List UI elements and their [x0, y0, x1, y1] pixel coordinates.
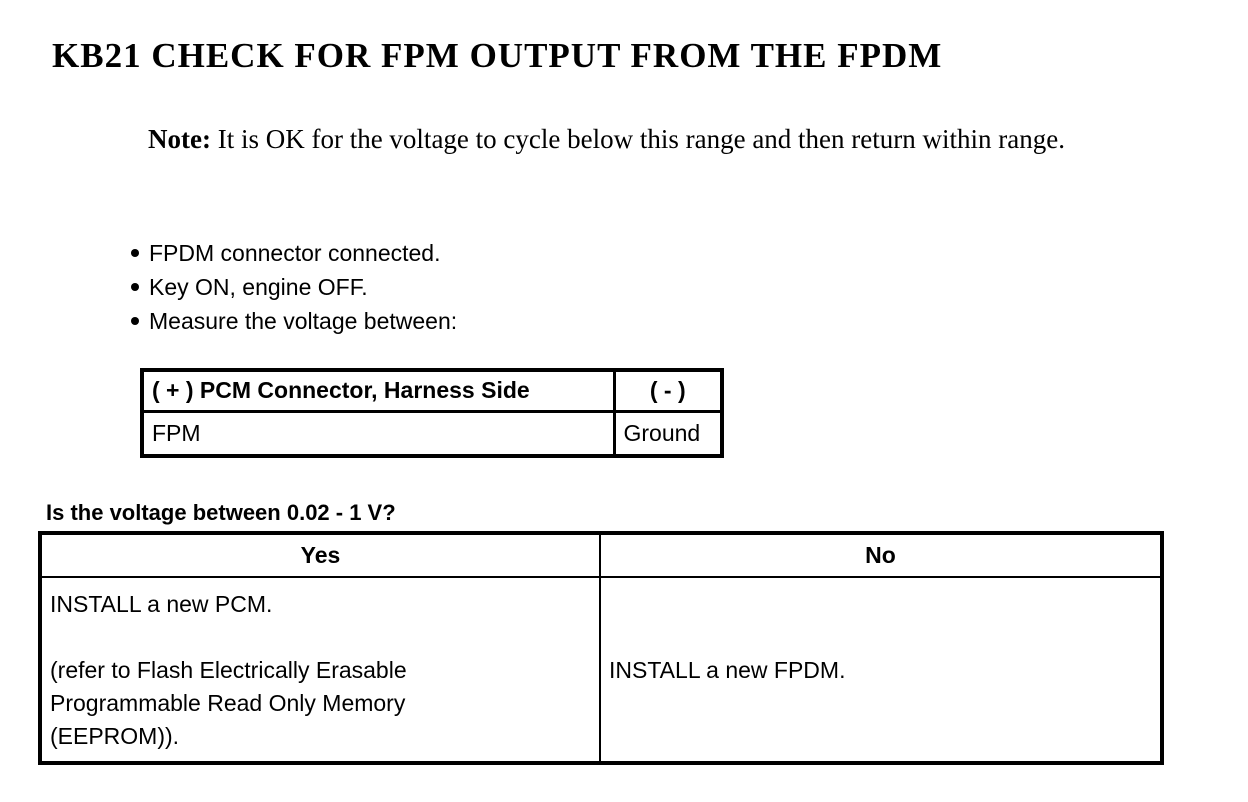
- list-item: FPDM connector connected.: [131, 236, 457, 270]
- note-paragraph: Note: It is OK for the voltage to cycle …: [148, 119, 1198, 160]
- table-row: FPM Ground: [140, 409, 724, 458]
- measurement-negative-value: Ground: [612, 409, 724, 458]
- note-label: Note:: [148, 124, 211, 154]
- list-item-text: Measure the voltage between:: [149, 308, 458, 334]
- bullet-icon: [131, 317, 139, 325]
- yes-action-cell: INSTALL a new PCM. (refer to Flash Elect…: [39, 576, 601, 764]
- note-text: It is OK for the voltage to cycle below …: [217, 124, 1065, 154]
- page-title: KB21 CHECK FOR FPM OUTPUT FROM THE FPDM: [52, 36, 943, 75]
- decision-table: Yes No INSTALL a new PCM. (refer to Flas…: [38, 531, 1164, 765]
- table-row: INSTALL a new PCM. (refer to Flash Elect…: [39, 576, 1163, 764]
- yes-action-text: INSTALL a new PCM.: [50, 591, 273, 617]
- table-header-row: Yes No: [39, 532, 1163, 578]
- no-action-text: INSTALL a new FPDM.: [609, 657, 846, 683]
- table-header-row: ( + ) PCM Connector, Harness Side ( - ): [140, 368, 724, 413]
- test-question: Is the voltage between 0.02 - 1 V?: [46, 500, 396, 525]
- no-action-cell: INSTALL a new FPDM.: [599, 576, 1163, 764]
- list-item: Measure the voltage between:: [131, 304, 457, 338]
- yes-action-reference: (refer to Flash Electrically Erasable Pr…: [50, 657, 407, 749]
- yes-column-header: Yes: [39, 532, 601, 578]
- measurement-negative-header: ( - ): [612, 368, 724, 413]
- measurement-positive-value: FPM: [140, 409, 616, 458]
- bullet-icon: [131, 249, 139, 257]
- bullet-icon: [131, 283, 139, 291]
- measurement-positive-header: ( + ) PCM Connector, Harness Side: [140, 368, 616, 413]
- list-item: Key ON, engine OFF.: [131, 270, 457, 304]
- measurement-table: ( + ) PCM Connector, Harness Side ( - ) …: [140, 368, 724, 458]
- precondition-list: FPDM connector connected. Key ON, engine…: [131, 236, 457, 338]
- no-column-header: No: [599, 532, 1163, 578]
- list-item-text: FPDM connector connected.: [149, 240, 441, 266]
- list-item-text: Key ON, engine OFF.: [149, 274, 368, 300]
